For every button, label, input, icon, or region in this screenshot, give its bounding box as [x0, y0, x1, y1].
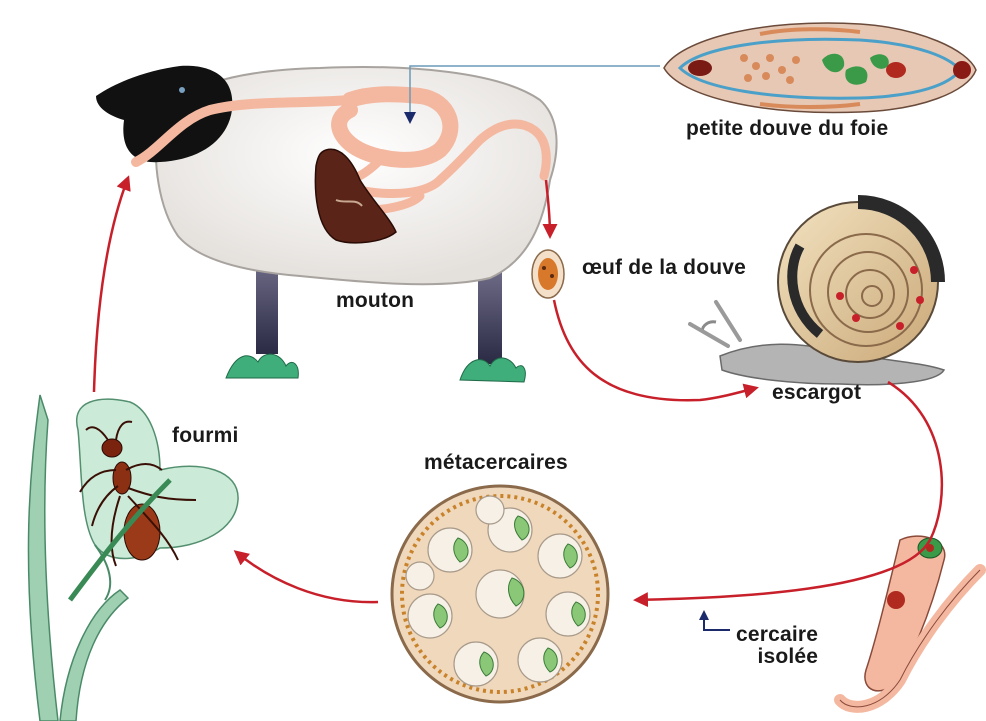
snail-illustration: [690, 202, 944, 385]
sheep-illustration: [96, 66, 557, 382]
label-fourmi: fourmi: [172, 425, 239, 447]
arrow-ant-to-sheep: [94, 178, 128, 392]
liver-fluke-illustration: [664, 23, 976, 113]
label-cercaire-isolee: cercaire isolée: [736, 624, 818, 668]
fluke-egg-illustration: [532, 250, 564, 298]
arrow-snail-to-metacercaires: [636, 382, 942, 600]
label-cercaire-line2: isolée: [736, 646, 818, 668]
label-petite-douve: petite douve du foie: [686, 118, 888, 140]
label-escargot: escargot: [772, 382, 861, 404]
label-mouton: mouton: [336, 290, 414, 312]
metacercariae-cyst-illustration: [392, 486, 608, 702]
label-cercaire-line1: cercaire: [736, 624, 818, 646]
arrow-metacercaires-to-ant: [236, 552, 378, 602]
cercaria-illustration: [840, 536, 980, 707]
label-oeuf: œuf de la douve: [582, 257, 746, 279]
label-metacercaires: métacercaires: [424, 452, 568, 474]
cercaire-pointer: [704, 612, 730, 630]
